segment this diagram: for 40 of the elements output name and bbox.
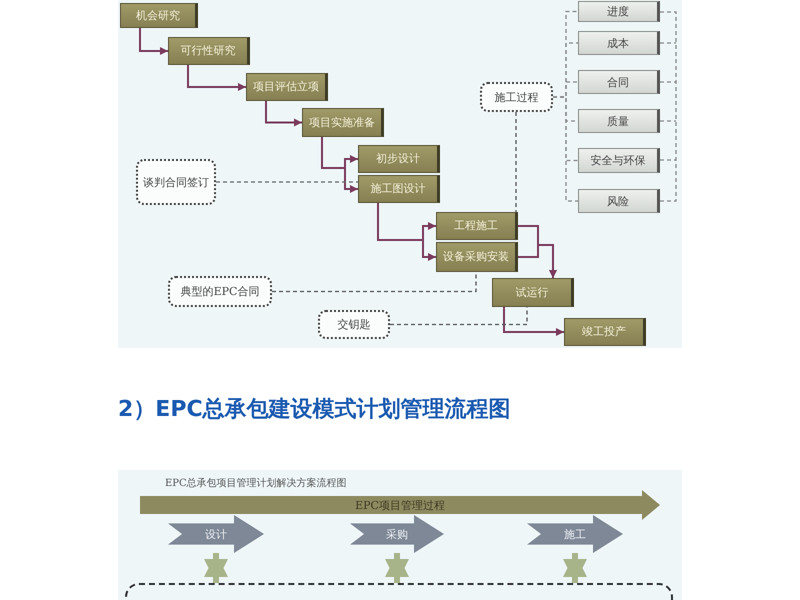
process-box: 施工图设计 xyxy=(358,175,440,203)
arrow xyxy=(518,244,557,278)
phase-tag: 设计 xyxy=(168,515,264,553)
arrow xyxy=(503,307,564,336)
process-box: 机会研究 xyxy=(120,3,198,28)
arrow xyxy=(139,28,168,55)
process-box: 工程施工 xyxy=(436,212,518,240)
arrow xyxy=(563,553,587,583)
dashed-connector xyxy=(216,181,358,183)
chart-subtitle: EPC总承包项目管理计划解决方案流程图 xyxy=(165,476,347,490)
heading: 2）EPC总承包建设模式计划管理流程图 xyxy=(118,396,511,424)
arrow xyxy=(204,553,228,583)
dashed-connector xyxy=(272,272,477,292)
process-box: 项目实施准备 xyxy=(302,108,384,137)
note-box: 典型的EPC合同 xyxy=(168,276,272,307)
arrow xyxy=(377,203,436,261)
process-box: 设备采购安装 xyxy=(436,242,518,272)
dashed-connector xyxy=(553,96,578,202)
note-box: 谈判合同签订 xyxy=(136,159,216,205)
item-box: 合同 xyxy=(578,70,660,94)
arrow xyxy=(265,101,302,126)
arrow xyxy=(187,65,246,91)
item-box: 成本 xyxy=(578,31,660,55)
arrow xyxy=(385,553,409,583)
process-box: 初步设计 xyxy=(358,145,440,173)
arrow xyxy=(321,137,358,193)
note-box: 交钥匙 xyxy=(318,310,390,339)
process-box: 可行性研究 xyxy=(168,37,250,65)
dashed-connector xyxy=(515,112,517,212)
process-box: 竣工投产 xyxy=(564,318,646,346)
item-box: 风险 xyxy=(578,189,660,213)
process-box: 试运行 xyxy=(492,278,574,307)
process-box: 项目评估立项 xyxy=(246,73,328,101)
item-box: 进度 xyxy=(578,1,660,22)
process-arrow: EPC项目管理过程 xyxy=(140,490,660,520)
note-box: 施工过程 xyxy=(480,82,553,112)
phase-tag: 采购 xyxy=(350,515,444,553)
item-box: 安全与环保 xyxy=(578,148,660,173)
phase-tag: 施工 xyxy=(527,515,623,553)
item-box: 质量 xyxy=(578,109,660,133)
